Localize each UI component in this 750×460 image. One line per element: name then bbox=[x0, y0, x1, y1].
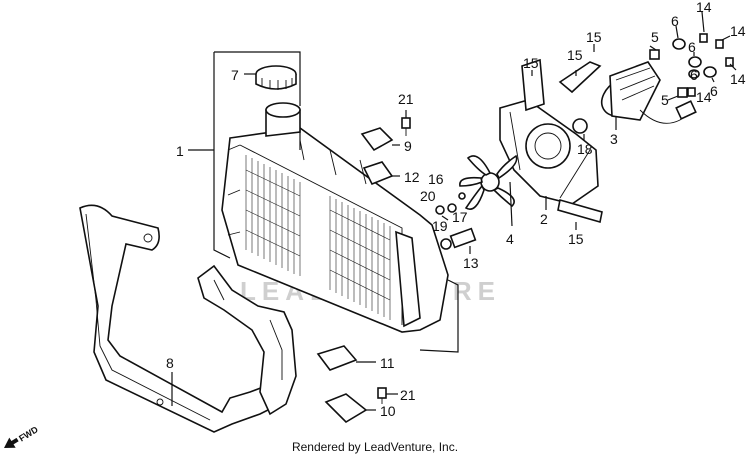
callout-4: 4 bbox=[506, 231, 514, 247]
nut-6-b bbox=[688, 56, 702, 68]
callout-15-top: 15 bbox=[586, 29, 602, 45]
callout-5-upper: 5 bbox=[651, 29, 659, 45]
callout-6-a: 6 bbox=[671, 13, 679, 29]
thermo-switch-13 bbox=[440, 227, 477, 250]
footer-credit: Rendered by LeadVenture, Inc. bbox=[291, 440, 459, 454]
bolt-14-c bbox=[725, 57, 734, 67]
callout-9: 9 bbox=[404, 138, 412, 154]
callout-13: 13 bbox=[463, 255, 479, 271]
nut-6-d bbox=[688, 69, 700, 79]
callout-16: 16 bbox=[428, 171, 444, 187]
callout-6-c: 6 bbox=[690, 67, 698, 83]
callout-6-d: 6 bbox=[710, 83, 718, 99]
bolt-14-a bbox=[699, 33, 708, 43]
bolt-14-d bbox=[687, 87, 696, 97]
callout-21-upper: 21 bbox=[398, 91, 414, 107]
plate-10 bbox=[324, 393, 368, 424]
nut-6-a bbox=[672, 38, 686, 50]
callout-17: 17 bbox=[452, 209, 468, 225]
callout-14-a: 14 bbox=[696, 0, 712, 15]
fan-motor bbox=[600, 61, 697, 124]
callout-18: 18 bbox=[577, 141, 593, 157]
bolt-21-upper bbox=[401, 117, 411, 136]
callout-15-mid: 15 bbox=[567, 47, 583, 63]
lower-bracket bbox=[197, 264, 297, 416]
radiator bbox=[221, 102, 449, 333]
nut-6-c bbox=[703, 66, 717, 78]
callout-labels: 1 7 21 9 12 16 20 17 19 13 4 2 15 18 3 1… bbox=[166, 0, 746, 419]
callout-8: 8 bbox=[166, 355, 174, 371]
callout-14-b: 14 bbox=[730, 23, 746, 39]
bolt-14-b bbox=[715, 39, 724, 49]
washer-17 bbox=[447, 203, 457, 213]
radiator-stay bbox=[79, 204, 283, 433]
callout-15-bottom: 15 bbox=[568, 231, 584, 247]
cooling-fan bbox=[459, 154, 518, 210]
callout-6-b: 6 bbox=[688, 39, 696, 55]
callout-5-lower: 5 bbox=[661, 92, 669, 108]
leader-lines bbox=[171, 11, 737, 411]
nut-16 bbox=[458, 192, 466, 200]
callout-12: 12 bbox=[404, 169, 420, 185]
callout-20: 20 bbox=[420, 188, 436, 204]
fan-shroud bbox=[499, 99, 599, 205]
radiator-core bbox=[245, 155, 391, 320]
bolt-5-upper bbox=[649, 49, 660, 60]
nut-20 bbox=[435, 205, 445, 215]
plate-9 bbox=[360, 127, 394, 152]
grommet-11 bbox=[316, 345, 358, 371]
radiator-cap bbox=[255, 65, 297, 90]
plate-15-top bbox=[521, 58, 545, 112]
callout-19: 19 bbox=[432, 218, 448, 234]
callout-21-lower: 21 bbox=[400, 387, 416, 403]
callout-3: 3 bbox=[610, 131, 618, 147]
callout-10: 10 bbox=[380, 403, 396, 419]
callout-7: 7 bbox=[231, 67, 239, 83]
plate-15-mid bbox=[558, 61, 602, 94]
bolt-21-lower bbox=[377, 387, 387, 404]
callout-2: 2 bbox=[540, 211, 548, 227]
callout-15-left: 15 bbox=[523, 55, 539, 71]
callout-14-d: 14 bbox=[696, 89, 712, 105]
collar-18 bbox=[572, 118, 588, 134]
callout-11: 11 bbox=[380, 355, 395, 371]
callout-14-c: 14 bbox=[730, 71, 746, 87]
callout-1: 1 bbox=[176, 143, 184, 159]
plate-15-bottom bbox=[557, 198, 603, 224]
bolt-5-lower bbox=[677, 87, 688, 98]
